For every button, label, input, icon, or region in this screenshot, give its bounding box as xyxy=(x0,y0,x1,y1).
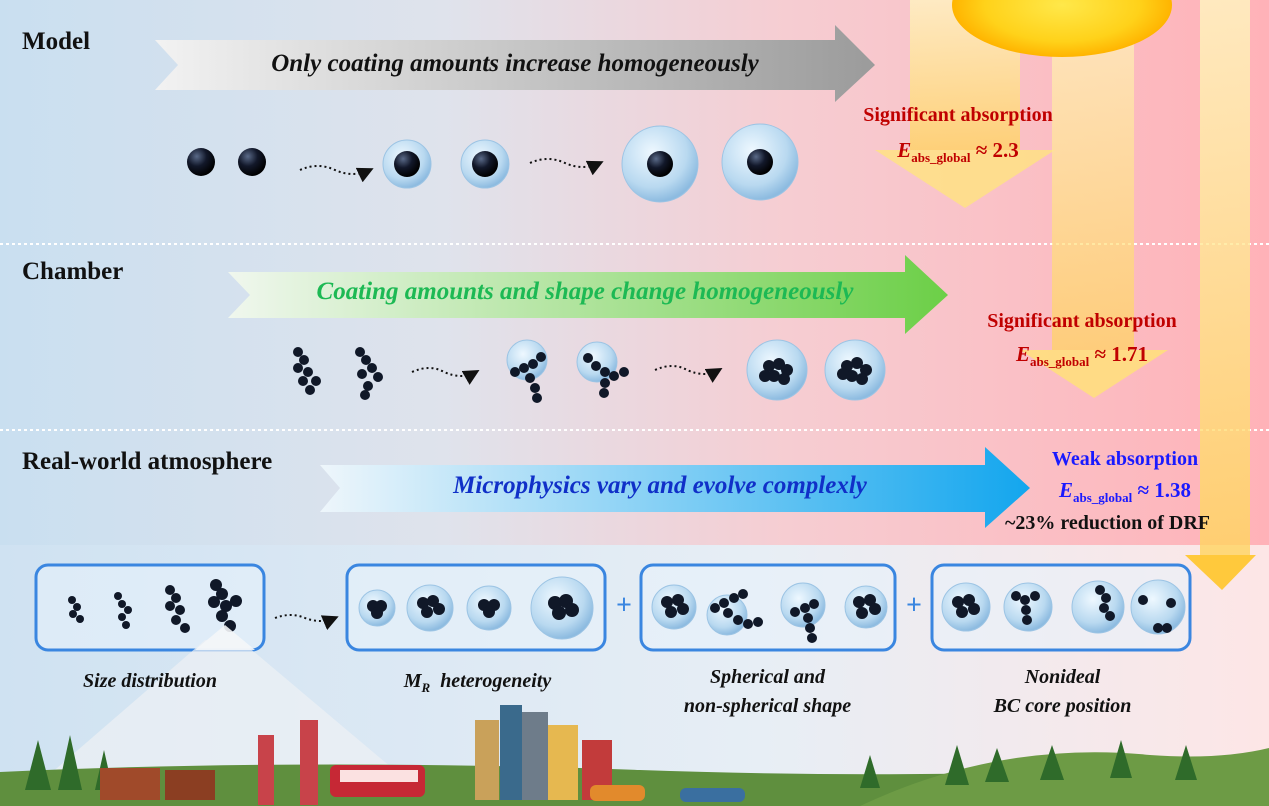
bc-core xyxy=(394,151,420,177)
caption-core-line2: BC core position xyxy=(993,695,1132,717)
bc-aggregate xyxy=(759,358,793,385)
landscape xyxy=(0,705,1269,806)
eabs-symbol: E xyxy=(897,138,912,162)
eabs-subscript: abs_global xyxy=(1029,354,1090,370)
sun-beam-model-head xyxy=(875,150,1055,208)
caption-shape-line1: Spherical and xyxy=(709,666,826,688)
bc-core xyxy=(472,151,498,177)
transition-arrow xyxy=(274,614,339,631)
bc-aggregate xyxy=(293,347,321,395)
panel-shape xyxy=(639,563,897,652)
bc-particle xyxy=(187,148,215,176)
shape-particles xyxy=(651,582,888,643)
sun-beam-real xyxy=(1200,0,1250,555)
coated-particle xyxy=(746,339,808,401)
sun-beam-chamber-head xyxy=(1020,350,1168,398)
real-world-arrow-label: Microphysics vary and evolve complexly xyxy=(453,472,867,499)
plus-sign: + xyxy=(906,590,922,621)
eabs-value: ≈ 1.71 xyxy=(1094,342,1149,366)
caption-size-distribution: Size distribution xyxy=(83,670,217,692)
sun-beam-real-head xyxy=(1185,555,1256,590)
drf-reduction-note: ~23% reduction of DRF xyxy=(1005,512,1211,534)
chamber-arrow xyxy=(228,255,948,334)
bc-core xyxy=(747,149,773,175)
core-position-particles xyxy=(941,579,1186,635)
bc-core xyxy=(647,151,673,177)
sun-icon xyxy=(952,0,1172,57)
bc-aggregate xyxy=(510,352,546,403)
emission-plume xyxy=(20,640,430,800)
plume-arrow xyxy=(195,625,255,650)
mr-heterogeneity-particles xyxy=(358,576,594,640)
panel-size-distribution xyxy=(34,563,266,652)
transition-arrow xyxy=(529,158,604,176)
mr-symbol: M xyxy=(403,670,422,692)
model-arrow-label: Only coating amounts increase homogeneou… xyxy=(271,50,759,77)
caption-core-line1: Nonideal xyxy=(1024,666,1101,688)
eabs-value: ≈ 1.38 xyxy=(1137,478,1192,502)
real-world-absorption-title: Weak absorption xyxy=(1051,448,1199,470)
sun-beam-chamber xyxy=(1052,0,1134,350)
transition-arrow xyxy=(654,365,723,383)
coated-particle xyxy=(824,339,886,401)
eabs-symbol: E xyxy=(1015,342,1030,366)
chamber-absorption-title: Significant absorption xyxy=(987,310,1177,332)
section-title-chamber: Chamber xyxy=(22,258,124,285)
real-world-eabs: Eabs_global ≈ 1.38 xyxy=(1015,478,1235,506)
plus-sign: + xyxy=(616,590,632,621)
caption-shape-line2: non-spherical shape xyxy=(683,695,852,717)
eabs-symbol: E xyxy=(1058,478,1073,502)
bc-particle xyxy=(238,148,266,176)
caption-mr-heterogeneity: MR heterogeneity xyxy=(355,670,600,696)
transition-arrow xyxy=(299,165,374,183)
mr-subscript: R xyxy=(421,680,431,695)
model-eabs: Eabs_global ≈ 2.3 xyxy=(848,138,1068,166)
section-title-model: Model xyxy=(22,28,91,55)
bc-aggregate xyxy=(355,347,383,400)
mr-text: heterogeneity xyxy=(440,670,552,692)
eabs-subscript: abs_global xyxy=(911,150,971,166)
real-world-arrow xyxy=(320,447,1030,528)
model-particles xyxy=(187,123,799,203)
model-absorption-title: Significant absorption xyxy=(863,104,1053,126)
bc-aggregate xyxy=(837,357,872,385)
panel-core-position xyxy=(930,563,1192,652)
eabs-subscript: abs_global xyxy=(1072,490,1133,506)
model-arrow xyxy=(155,25,875,102)
chamber-arrow-label: Coating amounts and shape change homogen… xyxy=(316,278,854,305)
transition-arrow xyxy=(411,367,480,385)
chamber-particles xyxy=(293,339,886,403)
section-title-real-world: Real-world atmosphere xyxy=(22,448,273,475)
eabs-value: ≈ 2.3 xyxy=(975,138,1019,162)
bc-aggregate xyxy=(583,353,629,398)
chamber-eabs: Eabs_global ≈ 1.71 xyxy=(972,342,1192,370)
